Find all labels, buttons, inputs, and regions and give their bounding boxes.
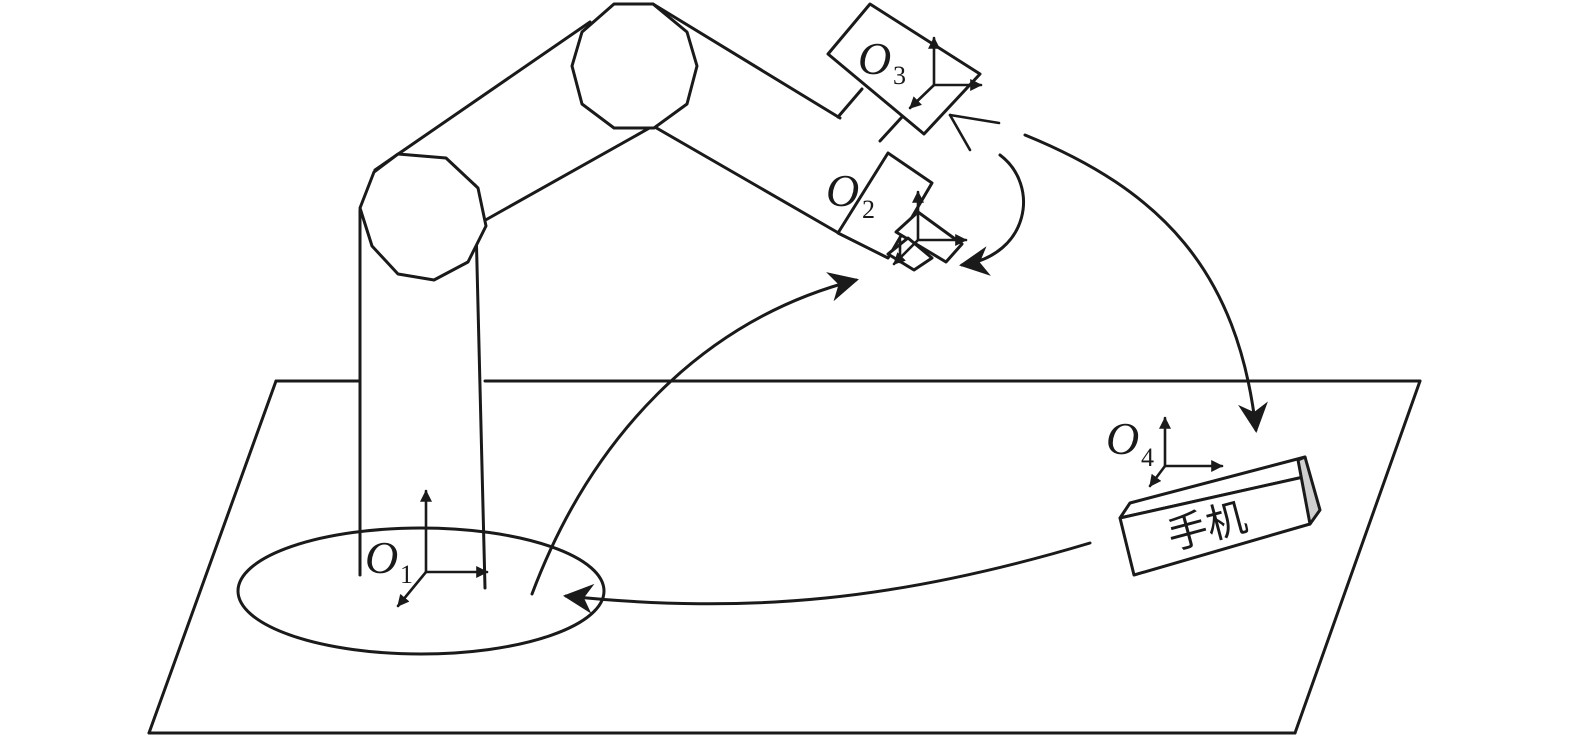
frame-o4-subscript: 4 bbox=[1141, 443, 1154, 472]
gripper-body bbox=[836, 151, 934, 260]
frame-o1-letter: O bbox=[365, 532, 398, 583]
frame-o3-axes bbox=[908, 36, 983, 110]
arrow-camera-to-gripper bbox=[959, 153, 1025, 276]
shoulder-joint bbox=[358, 152, 488, 282]
frame-o2-axes bbox=[892, 190, 968, 266]
phone-object bbox=[1118, 455, 1322, 577]
camera-mount bbox=[836, 87, 904, 143]
elbow-joint bbox=[570, 2, 699, 130]
robot-upper-arm bbox=[373, 20, 655, 224]
robot-forearm bbox=[651, 2, 844, 237]
camera-body bbox=[826, 2, 982, 136]
camera-view-rays bbox=[948, 113, 1001, 152]
frame-o1-subscript: 1 bbox=[400, 560, 413, 589]
transform-arrows bbox=[530, 133, 1268, 614]
frame-o4-axes bbox=[1148, 416, 1224, 488]
frame-o3-letter: O bbox=[858, 33, 891, 84]
frame-o2-subscript: 2 bbox=[862, 195, 875, 224]
arrow-base-to-gripper bbox=[530, 272, 859, 596]
frame-o4-letter: O bbox=[1106, 413, 1139, 464]
robot-base bbox=[236, 526, 606, 656]
frame-o2-letter: O bbox=[826, 165, 859, 216]
robot-column bbox=[358, 183, 487, 590]
frame-o3-subscript: 3 bbox=[893, 61, 906, 90]
ground-plane bbox=[147, 379, 1422, 735]
frame-o1-axes bbox=[396, 489, 489, 608]
arrow-phone-to-base bbox=[563, 541, 1092, 614]
arrow-camera-to-phone bbox=[1023, 133, 1268, 433]
